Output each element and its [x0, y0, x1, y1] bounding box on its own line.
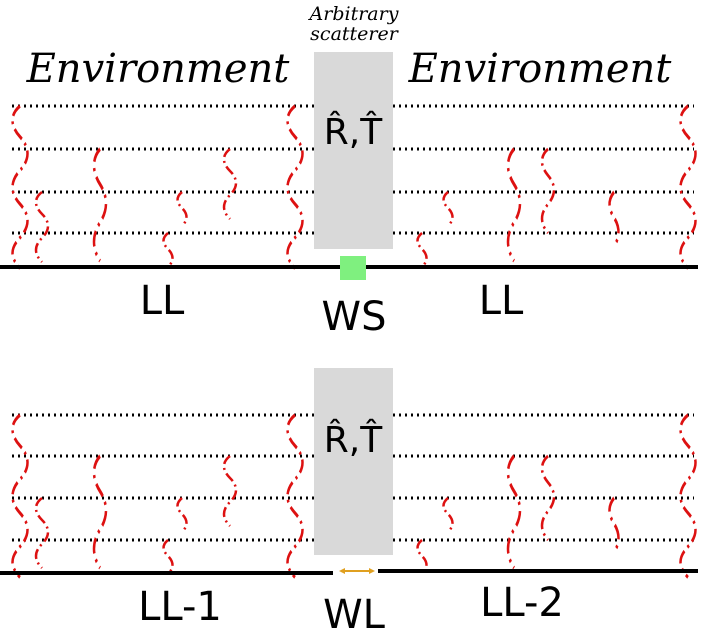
top-dotted-lines — [12, 104, 694, 235]
top-left-lead-label: LL — [140, 278, 185, 324]
wl-double-arrow — [339, 568, 375, 574]
top-operator-label: R̂,T̂ — [324, 110, 383, 153]
top-right-lead-label: LL — [479, 278, 524, 324]
top-panel: R̂,T̂ LL WS LL — [0, 52, 698, 340]
bottom-dotted-lines — [12, 413, 694, 542]
bottom-scatterer-box — [314, 368, 393, 555]
bottom-center-label: WL — [323, 592, 386, 635]
environment-label-right: Environment — [408, 46, 673, 92]
bottom-operator-label: R̂,T̂ — [324, 418, 383, 461]
bottom-right-lead-label: LL-2 — [480, 580, 564, 626]
top-center-label: WS — [322, 294, 387, 340]
bottom-left-lead-label: LL-1 — [138, 584, 222, 630]
top-scatterer-box — [314, 52, 393, 249]
scatterer-caption-line2: scatterer — [310, 23, 400, 45]
ws-square — [340, 256, 366, 280]
bottom-panel: R̂,T̂ LL-1 WL LL-2 — [0, 368, 698, 635]
scatterer-caption-line1: Arbitrary — [308, 3, 399, 25]
environment-label-left: Environment — [26, 46, 291, 92]
